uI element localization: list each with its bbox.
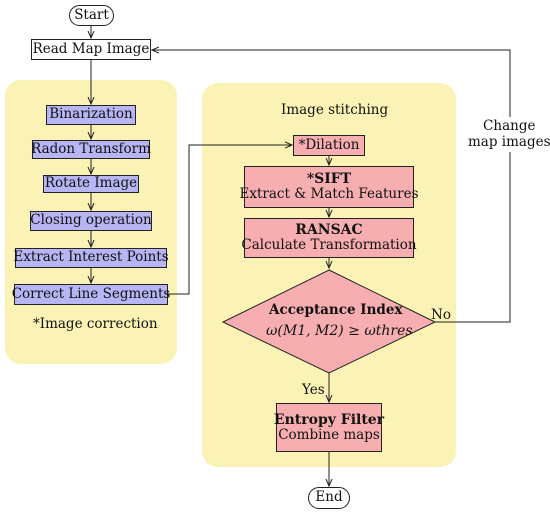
acceptance-index-title: Acceptance Index xyxy=(269,302,403,318)
image-stitching-caption: Image stitching xyxy=(281,102,389,118)
image-correction-caption: *Image correction xyxy=(33,316,158,332)
start-label: Start xyxy=(74,6,109,23)
binarization-node: Binarization xyxy=(46,105,136,125)
binarization-label: Binarization xyxy=(49,106,133,123)
dilation-label: *Dilation xyxy=(298,136,360,153)
rotate-image-node: Rotate Image xyxy=(43,175,139,193)
yes-label: Yes xyxy=(302,382,325,398)
sift-title: *SIFT xyxy=(306,171,352,188)
correct-line-segments-label: Correct Line Segments xyxy=(11,285,171,302)
closing-operation-node: Closing operation xyxy=(30,211,152,231)
extract-interest-points-label: Extract Interest Points xyxy=(13,249,169,266)
start-node: Start xyxy=(69,5,114,26)
sift-subtitle: Extract & Match Features xyxy=(239,186,419,203)
entropy-filter-node: Entropy Filter Combine maps xyxy=(273,403,385,452)
no-label: No xyxy=(431,307,451,323)
read-map-image-label: Read Map Image xyxy=(32,40,150,57)
change-line-2: map images xyxy=(468,133,550,150)
ransac-node: RANSAC Calculate Transformation xyxy=(241,218,417,258)
extract-interest-points-node: Extract Interest Points xyxy=(13,248,169,268)
rotate-image-label: Rotate Image xyxy=(44,175,138,192)
read-map-image-node: Read Map Image xyxy=(31,39,151,60)
radon-transform-label: Radon Transform xyxy=(31,140,151,157)
radon-transform-node: Radon Transform xyxy=(31,140,151,159)
entropy-filter-title: Entropy Filter xyxy=(273,411,385,428)
end-node: End xyxy=(308,487,350,509)
correct-line-segments-node: Correct Line Segments xyxy=(11,284,171,305)
arrow-no-to-read xyxy=(152,50,511,323)
sift-node: *SIFT Extract & Match Features xyxy=(240,166,419,208)
ransac-subtitle: Calculate Transformation xyxy=(241,237,417,254)
ransac-title: RANSAC xyxy=(295,222,363,239)
change-map-images-label: Change map images xyxy=(468,117,550,153)
entropy-filter-subtitle: Combine maps xyxy=(278,426,380,443)
closing-operation-label: Closing operation xyxy=(30,212,152,229)
acceptance-index-diamond xyxy=(221,269,437,374)
acceptance-index-formula: ω(M1, M2) ≥ ωthres xyxy=(266,323,413,339)
end-label: End xyxy=(315,489,343,506)
arrow-correct-to-dilation xyxy=(168,145,292,295)
change-line-1: Change xyxy=(483,118,536,134)
dilation-node: *Dilation xyxy=(293,135,365,156)
